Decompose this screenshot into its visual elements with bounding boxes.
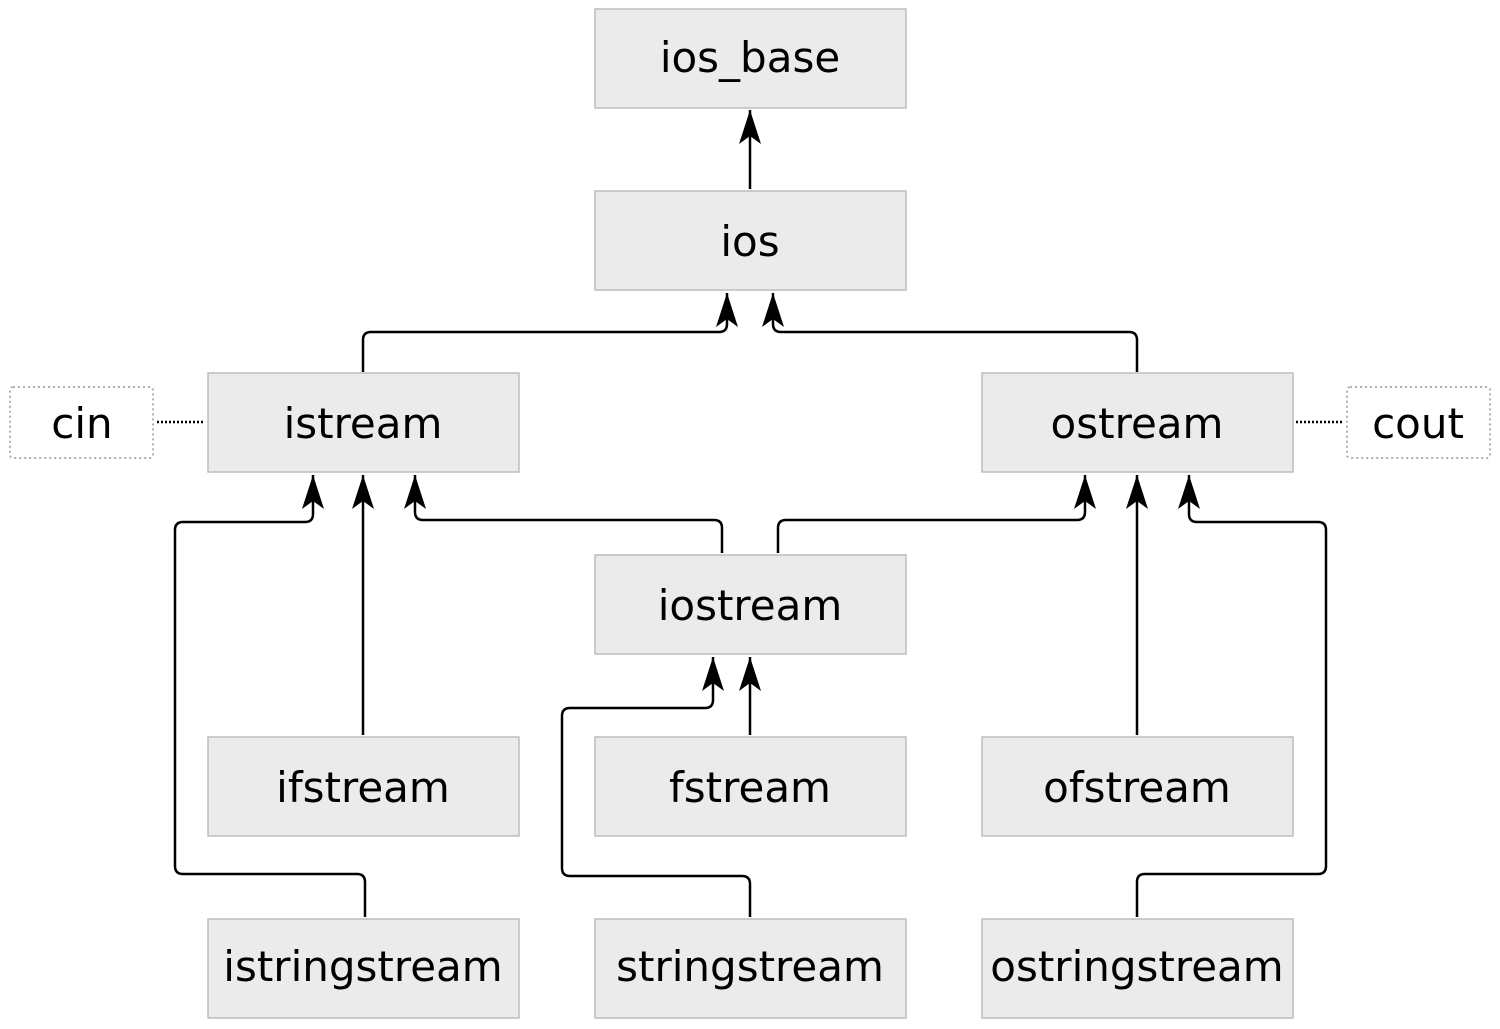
edge-istringstream-to-istream — [173, 475, 367, 917]
edge-iostream-to-istream — [404, 475, 724, 553]
object-cin: cin — [9, 386, 154, 459]
node-iostream: iostream — [594, 554, 907, 655]
node-istringstream: istringstream — [207, 918, 520, 1019]
node-ostringstream: ostringstream — [981, 918, 1294, 1019]
node-label: istringstream — [223, 942, 502, 991]
node-label: ios — [720, 217, 779, 266]
node-istream: istream — [207, 372, 520, 473]
node-ios_base: ios_base — [594, 8, 907, 109]
node-label: iostream — [658, 581, 843, 630]
node-label: stringstream — [616, 942, 884, 991]
node-label: ifstream — [276, 763, 450, 812]
node-label: ofstream — [1043, 763, 1231, 812]
edge-istream-to-ios — [361, 293, 738, 372]
object-cout: cout — [1346, 386, 1491, 459]
edge-ostringstream-to-ostream — [1135, 475, 1328, 917]
node-ostream: ostream — [981, 372, 1294, 473]
node-label: ostream — [1051, 399, 1224, 448]
edge-ostream-to-ios — [762, 293, 1139, 372]
node-label: istream — [284, 399, 443, 448]
node-ifstream: ifstream — [207, 736, 520, 837]
edge-iostream-to-ostream — [776, 475, 1096, 553]
node-fstream: fstream — [594, 736, 907, 837]
node-ios: ios — [594, 190, 907, 291]
node-stringstream: stringstream — [594, 918, 907, 1019]
node-label: ios_base — [660, 33, 840, 82]
node-ofstream: ofstream — [981, 736, 1294, 837]
edge-stringstream-to-iostream — [560, 657, 752, 917]
node-label: fstream — [669, 763, 831, 812]
object-label: cout — [1372, 399, 1464, 448]
object-label: cin — [51, 399, 112, 448]
node-label: ostringstream — [990, 942, 1283, 991]
